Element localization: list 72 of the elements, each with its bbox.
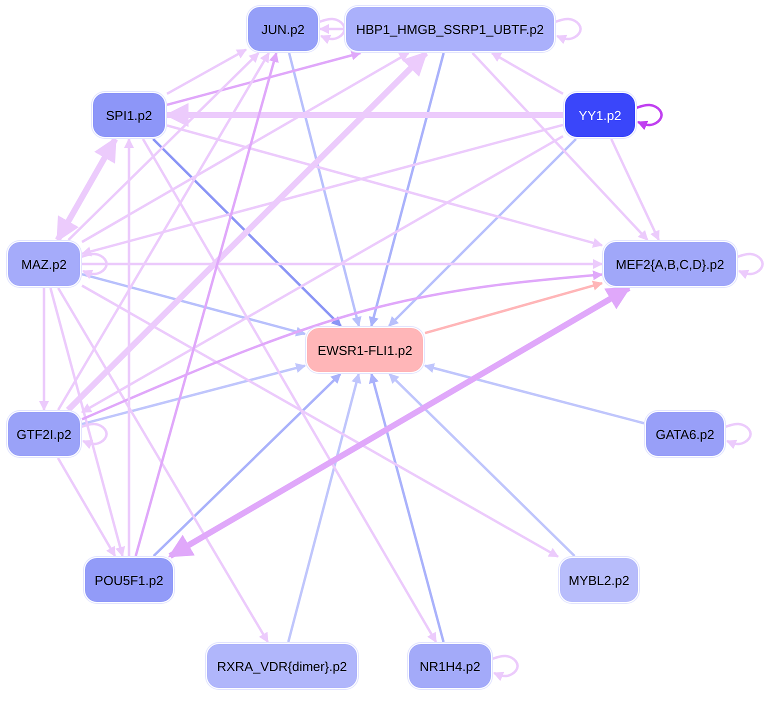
gene-node	[559, 557, 639, 603]
arrow	[166, 50, 362, 106]
gene-node	[206, 643, 358, 689]
arrow	[39, 288, 49, 411]
arrow	[472, 52, 648, 241]
gene-node	[92, 92, 166, 138]
node-label: YY1.p2	[578, 108, 622, 122]
arrow	[66, 50, 428, 412]
node-label: MYBL2.p2	[568, 572, 630, 588]
arrow	[81, 284, 559, 558]
arrow	[368, 52, 445, 327]
arrow	[368, 373, 445, 642]
arrow	[164, 103, 563, 127]
self-loop-arrow	[80, 422, 108, 450]
node-label: RXRA_VDR{dimer}.p2	[216, 658, 348, 674]
self-loop-arrow	[554, 18, 582, 44]
node-label: NR1H4.p2	[420, 658, 480, 674]
arrow	[166, 48, 247, 95]
node-label: GATA6.p2	[656, 426, 714, 442]
arrow	[388, 373, 576, 557]
arrow	[82, 272, 306, 336]
arrow	[81, 124, 564, 256]
self-loop-arrow	[80, 252, 108, 280]
arrow	[81, 135, 564, 414]
self-loop-arrow	[724, 422, 752, 450]
arrow	[49, 288, 126, 557]
arrow	[81, 52, 410, 244]
arrow	[610, 138, 660, 241]
node-label: HBP1_HMGB_SSRP1_UBTF.p2	[356, 22, 544, 36]
arrow	[82, 270, 603, 420]
gene-node	[603, 241, 737, 287]
node-label: SPI1.p2	[106, 108, 152, 122]
arrow	[388, 138, 577, 327]
node-label: JUN.p2	[261, 22, 305, 36]
gene-node	[84, 557, 174, 603]
arrow	[288, 52, 362, 327]
node-label: EWSR1-FLI1.p2	[318, 342, 412, 358]
node-label: MAZ.p2	[21, 256, 67, 272]
gene-node	[408, 643, 492, 689]
gene-node	[345, 6, 555, 52]
arrow	[82, 259, 603, 269]
arrow	[55, 136, 118, 242]
arrow	[68, 52, 260, 241]
arrow	[124, 138, 134, 556]
node-label: GTF2I.p2	[16, 426, 72, 442]
node-label: POU5F1.p2	[94, 572, 164, 588]
gene-node	[306, 327, 424, 373]
arrow	[152, 373, 342, 557]
gene-node	[7, 241, 81, 287]
self-loop-arrow	[318, 18, 346, 44]
arrow	[166, 124, 603, 248]
arrow	[82, 363, 306, 426]
arrow	[57, 287, 269, 643]
node-label: MEF2{A,B,C,D}.p2	[616, 256, 724, 272]
arrow	[424, 280, 603, 334]
arrow	[134, 52, 279, 556]
gene-node	[247, 6, 319, 52]
arrow	[56, 457, 116, 557]
gene-node	[645, 411, 725, 457]
arrow	[491, 52, 564, 95]
self-loop-arrow	[736, 252, 764, 280]
self-loop-arrow	[636, 104, 663, 130]
arrow	[319, 24, 344, 34]
gene-node	[564, 92, 636, 138]
arrow	[424, 363, 644, 424]
arrow	[168, 285, 631, 559]
self-loop-arrow	[492, 654, 519, 682]
gene-node	[7, 411, 81, 457]
arrow	[152, 138, 342, 327]
arrow	[142, 138, 438, 643]
arrow	[287, 373, 362, 642]
arrow	[57, 52, 270, 411]
